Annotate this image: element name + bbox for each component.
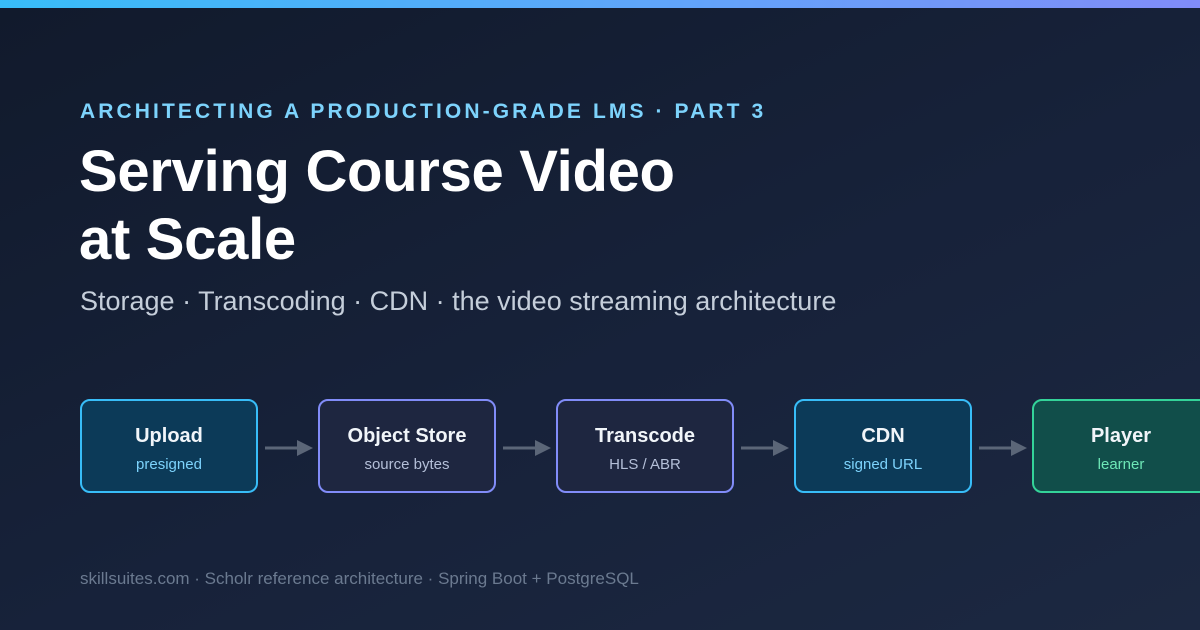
node-player: Player learner — [1032, 399, 1200, 493]
node-object-store-label: Object Store — [347, 425, 467, 447]
title-line-2: at Scale — [79, 207, 296, 272]
node-cdn-sublabel: signed URL — [843, 456, 923, 473]
page-title: Serving Course Video at Scale — [79, 138, 675, 274]
arrow-upload-to-object-store — [265, 440, 313, 456]
node-upload-label: Upload — [135, 425, 203, 447]
arrow-transcode-to-cdn — [741, 440, 789, 456]
node-object-store: Object Store source bytes — [318, 399, 496, 493]
node-player-sublabel: learner — [1097, 456, 1145, 473]
node-transcode-label: Transcode — [594, 425, 696, 447]
node-upload-sublabel: presigned — [136, 456, 202, 473]
node-cdn: CDN signed URL — [794, 399, 972, 493]
arrow-object-store-to-transcode — [503, 440, 551, 456]
node-object-store-sublabel: source bytes — [364, 456, 450, 473]
node-transcode: Transcode HLS / ABR — [556, 399, 734, 493]
page-subtitle: Storage · Transcoding · CDN · the video … — [80, 286, 837, 316]
node-upload: Upload presigned — [80, 399, 258, 493]
top-accent-bar — [0, 0, 1200, 8]
series-kicker: ARCHITECTING A PRODUCTION-GRADE LMS · PA… — [80, 100, 767, 123]
arrow-cdn-to-player — [979, 440, 1027, 456]
node-transcode-sublabel: HLS / ABR — [609, 456, 681, 473]
node-player-label: Player — [1090, 425, 1152, 447]
footer-credits: skillsuites.com · Scholr reference archi… — [80, 569, 639, 588]
title-line-1: Serving Course Video — [79, 139, 675, 204]
node-cdn-label: CDN — [861, 425, 905, 447]
